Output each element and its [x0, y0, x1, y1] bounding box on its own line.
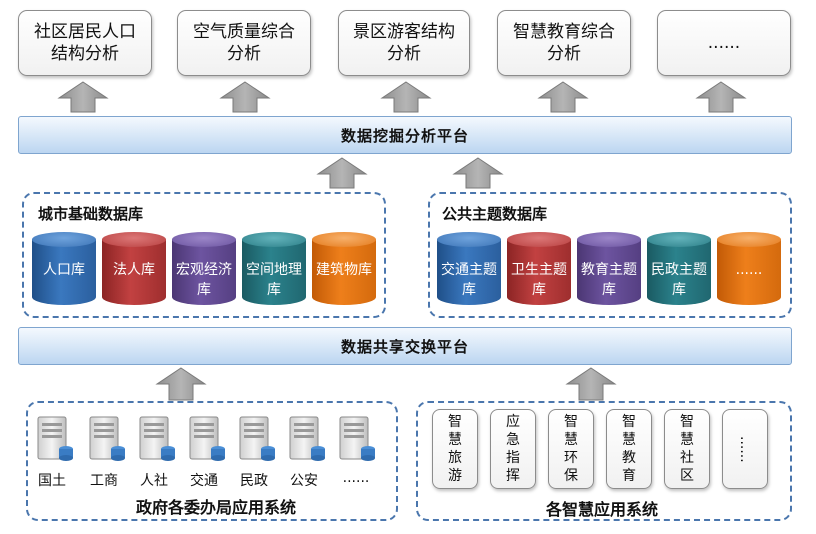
up-arrow-icon	[316, 157, 368, 189]
server-icon	[186, 415, 226, 463]
database-cylinder: 民政主题库	[647, 232, 711, 312]
database-label: 建筑物库	[316, 262, 372, 278]
up-arrow-icon	[380, 81, 432, 113]
database-label: 卫生主题库	[511, 262, 567, 298]
smart-app-label: 智慧社区	[680, 414, 694, 484]
analysis-app-box: ......	[657, 10, 791, 76]
gov-system-label: 人社	[140, 473, 168, 489]
smart-app-label: 智慧教育	[622, 414, 636, 484]
database-cylinder: 教育主题库	[577, 232, 641, 312]
up-arrow-icon	[57, 81, 109, 113]
smart-app-box: ......	[722, 409, 768, 489]
database-cylinder: 人口库	[32, 232, 96, 312]
gov-system-label: 交通	[190, 473, 218, 489]
gov-system-label: ......	[342, 470, 370, 486]
exchange-platform-bar: 数据共享交换平台	[18, 327, 792, 365]
database-label: 交通主题库	[441, 262, 497, 298]
analysis-app-label: 空气质量综合分析	[193, 22, 295, 64]
topic-db-group	[428, 192, 792, 318]
database-cylinder: ......	[717, 232, 781, 312]
smart-app-box: 智慧教育	[606, 409, 652, 489]
database-label: ......	[735, 262, 763, 278]
server-icon	[286, 415, 326, 463]
smart-app-box: 智慧旅游	[432, 409, 478, 489]
gov-systems-group	[26, 401, 398, 521]
smart-app-box: 智慧环保	[548, 409, 594, 489]
up-arrow-icon	[565, 367, 617, 401]
server-icon	[136, 415, 176, 463]
smart-apps-title: 各智慧应用系统	[546, 500, 659, 519]
database-cylinder: 交通主题库	[437, 232, 501, 312]
gov-system-label: 国土	[38, 473, 66, 489]
database-cylinder: 空间地理库	[242, 232, 306, 312]
analysis-app-label: 社区居民人口结构分析	[34, 22, 136, 64]
smart-app-label: 应急指挥	[506, 414, 520, 484]
server-icon	[336, 415, 376, 463]
gov-systems-title: 政府各委办局应用系统	[136, 498, 297, 517]
up-arrow-icon	[695, 81, 747, 113]
database-label: 空间地理库	[246, 262, 302, 298]
analysis-app-box: 智慧教育综合分析	[497, 10, 631, 76]
smart-app-label: ......	[737, 435, 753, 463]
analysis-app-box: 景区游客结构分析	[338, 10, 470, 76]
up-arrow-icon	[155, 367, 207, 401]
analysis-app-label: 智慧教育综合分析	[513, 22, 615, 64]
smart-app-label: 智慧环保	[564, 414, 578, 484]
analysis-app-box: 社区居民人口结构分析	[18, 10, 152, 76]
server-icon	[86, 415, 126, 463]
database-cylinder: 建筑物库	[312, 232, 376, 312]
mining-platform-bar: 数据挖掘分析平台	[18, 116, 792, 154]
smart-apps-group	[416, 401, 792, 521]
database-cylinder: 卫生主题库	[507, 232, 571, 312]
up-arrow-icon	[219, 81, 271, 113]
smart-app-box: 应急指挥	[490, 409, 536, 489]
database-cylinder: 宏观经济库	[172, 232, 236, 312]
gov-system-label: 工商	[90, 473, 118, 489]
database-label: 宏观经济库	[176, 262, 232, 298]
database-label: 教育主题库	[581, 262, 637, 298]
database-label: 人口库	[43, 262, 85, 278]
server-icon	[236, 415, 276, 463]
database-label: 法人库	[113, 262, 155, 278]
topic-db-title: 公共主题数据库	[442, 205, 548, 223]
analysis-app-box: 空气质量综合分析	[177, 10, 311, 76]
smart-app-label: 智慧旅游	[448, 414, 462, 484]
exchange-platform-label: 数据共享交换平台	[340, 337, 469, 356]
up-arrow-icon	[537, 81, 589, 113]
gov-system-label: 公安	[290, 473, 318, 489]
analysis-app-label: 景区游客结构分析	[353, 22, 455, 64]
city-db-group	[22, 192, 386, 318]
database-label: 民政主题库	[651, 262, 707, 298]
server-icon	[34, 415, 74, 463]
analysis-app-label: ......	[707, 33, 741, 53]
gov-system-label: 民政	[240, 473, 268, 489]
database-cylinder: 法人库	[102, 232, 166, 312]
mining-platform-label: 数据挖掘分析平台	[340, 126, 469, 145]
up-arrow-icon	[452, 157, 504, 189]
smart-app-box: 智慧社区	[664, 409, 710, 489]
city-db-title: 城市基础数据库	[38, 205, 144, 223]
